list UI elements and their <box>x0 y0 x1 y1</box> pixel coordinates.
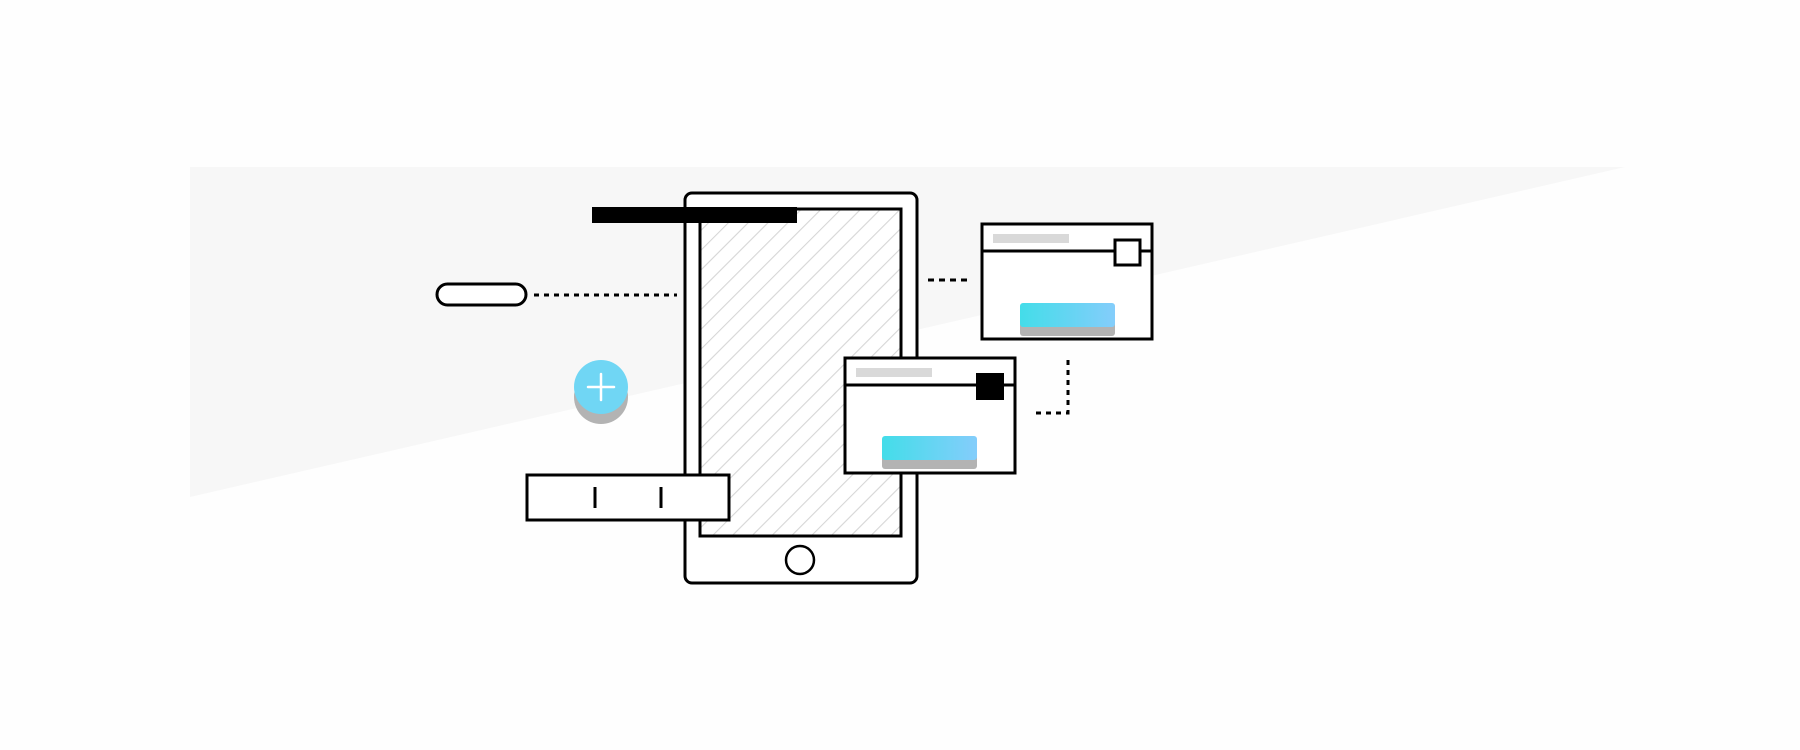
header-bar <box>592 207 797 223</box>
toggle-open-icon[interactable] <box>1113 238 1142 267</box>
card-title-placeholder <box>993 234 1069 243</box>
card-title-placeholder <box>856 368 932 377</box>
card-primary-button[interactable] <box>882 436 977 460</box>
card-primary-button[interactable] <box>1020 303 1115 327</box>
toggle-filled-icon[interactable] <box>976 373 1004 400</box>
tablet-device <box>683 191 919 585</box>
card-top-right <box>980 222 1154 341</box>
card-bottom <box>843 356 1017 475</box>
segmented-control[interactable] <box>525 473 731 522</box>
fab-button[interactable] <box>574 360 628 424</box>
plus-icon <box>586 372 616 402</box>
card-connector-elbow <box>1032 360 1070 415</box>
pill-input[interactable] <box>435 282 528 307</box>
home-button-icon[interactable] <box>784 544 816 576</box>
segmented-control-frame <box>525 473 731 522</box>
